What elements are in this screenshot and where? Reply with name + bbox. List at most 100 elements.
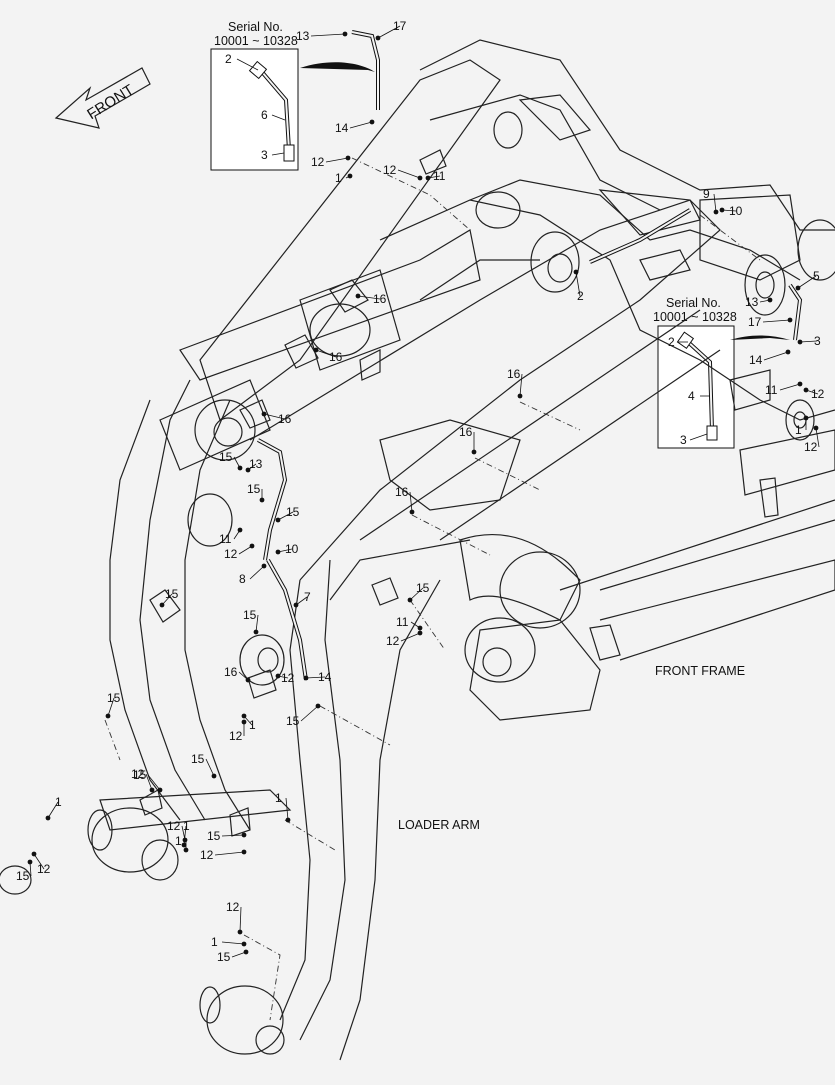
inset-left-part-3: 3 bbox=[261, 148, 268, 162]
callout-number: 16 bbox=[373, 292, 387, 306]
callout-part-8: 8 bbox=[239, 563, 267, 586]
fastener-marker bbox=[425, 175, 431, 181]
fastener-marker bbox=[375, 35, 381, 41]
fastener-marker bbox=[241, 713, 247, 719]
callout-number: 15 bbox=[107, 691, 121, 705]
callout-leader bbox=[310, 33, 346, 37]
fastener-marker bbox=[471, 449, 477, 455]
callout-leader bbox=[305, 676, 326, 679]
callout-number: 11 bbox=[433, 169, 446, 183]
callout-part-11: 11 bbox=[396, 615, 423, 631]
callout-leader bbox=[221, 941, 245, 945]
callout-part-15: 15 bbox=[191, 752, 217, 779]
callout-number: 12 bbox=[226, 900, 240, 914]
callout-number: 5 bbox=[813, 269, 820, 283]
callout-part-1: 1 bbox=[181, 819, 190, 848]
callout-part-15: 15 bbox=[133, 768, 163, 793]
callout-number: 17 bbox=[393, 19, 407, 33]
callout-leader bbox=[315, 349, 337, 358]
callout-number: 11 bbox=[396, 615, 409, 629]
callout-part-11: 11 bbox=[425, 169, 446, 183]
callout-leader bbox=[239, 906, 242, 933]
callout-number: 9 bbox=[703, 187, 710, 201]
callout-part-1: 1 bbox=[45, 795, 62, 821]
callout-part-1: 1 bbox=[795, 415, 809, 437]
callout-part-12: 12 bbox=[131, 767, 155, 793]
callout-number: 1 bbox=[175, 834, 182, 848]
callout-part-13: 13 bbox=[245, 457, 263, 473]
callout-number: 16 bbox=[459, 425, 473, 439]
callout-leader bbox=[797, 275, 817, 289]
fastener-marker bbox=[253, 629, 259, 635]
fastener-marker bbox=[243, 949, 249, 955]
callout-number: 11 bbox=[219, 532, 232, 546]
pivot-pins bbox=[0, 191, 601, 1055]
callout-leader bbox=[47, 801, 59, 819]
fastener-marker bbox=[803, 387, 809, 393]
leader-lines bbox=[104, 157, 761, 1021]
callout-part-14: 14 bbox=[335, 119, 375, 135]
loader-arm bbox=[99, 59, 721, 1061]
inset-left-range: 10001 ~ 10328 bbox=[214, 34, 298, 48]
callout-number: 12 bbox=[224, 547, 238, 561]
fastener-marker bbox=[27, 859, 33, 865]
callout-part-12: 12 bbox=[226, 900, 243, 935]
callout-leader bbox=[575, 271, 581, 297]
callout-number: 2 bbox=[577, 289, 584, 303]
callout-part-3: 3 bbox=[797, 334, 821, 348]
brackets bbox=[139, 149, 447, 837]
fastener-marker bbox=[241, 941, 247, 947]
callout-number: 12 bbox=[37, 862, 51, 876]
callout-part-16: 16 bbox=[261, 411, 292, 426]
fastener-marker bbox=[409, 509, 415, 515]
fastener-marker bbox=[347, 173, 353, 179]
fastener-marker bbox=[573, 269, 579, 275]
callout-part-1: 1 bbox=[211, 935, 247, 949]
fastener-marker bbox=[797, 381, 803, 387]
callout-part-17: 17 bbox=[375, 19, 407, 41]
callout-leader bbox=[377, 25, 401, 39]
fastener-marker bbox=[275, 549, 281, 555]
callout-leader bbox=[409, 491, 413, 513]
callout-part-7: 7 bbox=[293, 590, 311, 608]
fastener-marker bbox=[275, 517, 281, 523]
callout-part-12: 12 bbox=[200, 848, 247, 862]
fastener-marker bbox=[803, 415, 809, 421]
fastener-marker bbox=[342, 31, 348, 37]
fastener-marker bbox=[45, 815, 51, 821]
fastener-marker bbox=[417, 625, 423, 631]
front-frame-label: FRONT FRAME bbox=[655, 664, 745, 678]
callout-number: 12 bbox=[281, 671, 295, 685]
callout-part-16: 16 bbox=[313, 347, 343, 364]
callout-part-14: 14 bbox=[303, 670, 332, 684]
callout-leader bbox=[300, 705, 319, 722]
fastener-marker bbox=[245, 677, 251, 683]
fastener-marker bbox=[237, 929, 243, 935]
hoses bbox=[257, 30, 803, 681]
callout-number: 1 bbox=[183, 819, 190, 833]
callout-leader bbox=[349, 121, 373, 129]
callout-number: 15 bbox=[243, 608, 257, 622]
inset-left-part-6: 6 bbox=[261, 108, 268, 122]
callout-part-1: 1 bbox=[275, 791, 291, 823]
callout-number: 16 bbox=[395, 485, 409, 499]
callout-part-1: 1 bbox=[175, 834, 189, 853]
callout-number: 1 bbox=[795, 423, 802, 437]
fastener-marker bbox=[315, 703, 321, 709]
loader-arm-label: LOADER ARM bbox=[398, 818, 480, 832]
fastener-marker bbox=[149, 787, 155, 793]
callout-part-16: 16 bbox=[395, 485, 415, 515]
fastener-marker bbox=[31, 851, 37, 857]
callout-part-12: 12 bbox=[804, 425, 820, 454]
callout-leader bbox=[221, 834, 245, 837]
fastener-marker bbox=[237, 527, 243, 533]
callout-part-9: 9 bbox=[703, 187, 719, 215]
callout-part-12: 12 bbox=[31, 851, 51, 876]
callout-part-16: 16 bbox=[459, 425, 477, 455]
fastener-marker bbox=[241, 849, 247, 855]
callout-part-15: 15 bbox=[243, 608, 259, 635]
fastener-marker bbox=[237, 465, 243, 471]
